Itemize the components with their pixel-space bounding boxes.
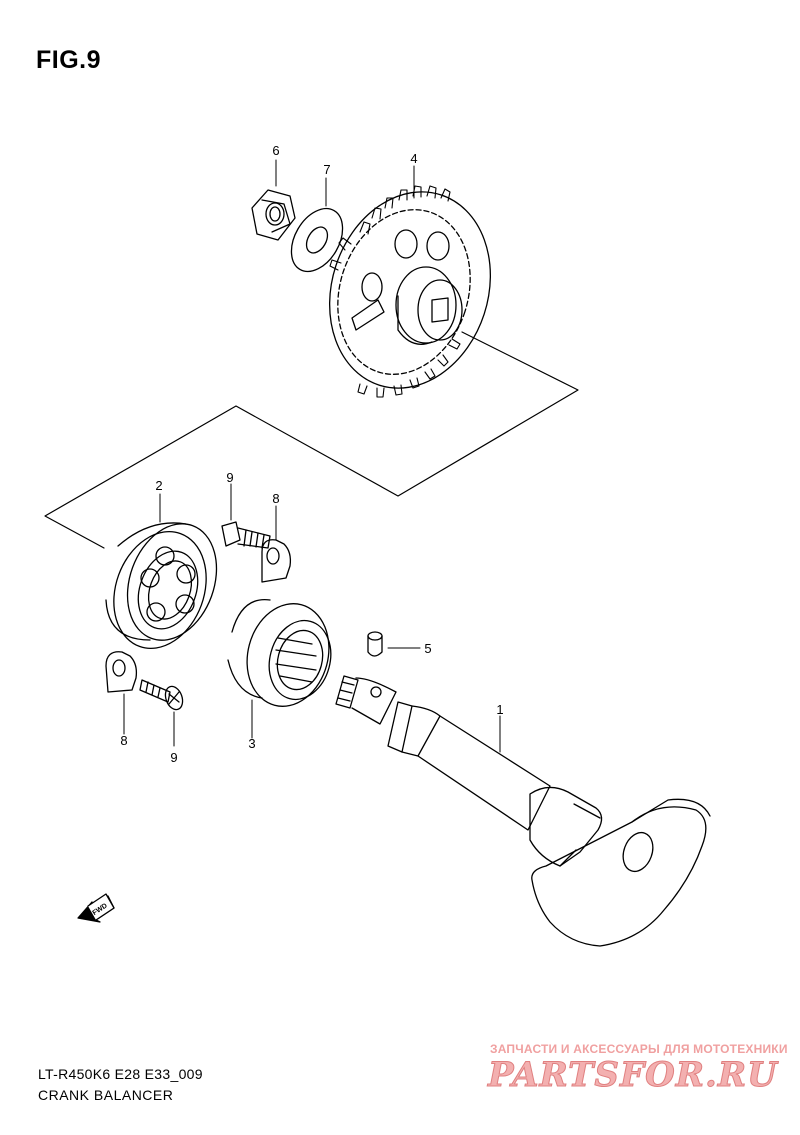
callout-8-upper: 8: [272, 491, 279, 506]
figure-name: CRANK BALANCER: [38, 1087, 174, 1103]
part-7-washer[interactable]: [281, 200, 353, 281]
part-6-nut[interactable]: [251, 189, 296, 241]
part-9-lower-bolt[interactable]: [139, 679, 186, 712]
part-5-pin[interactable]: [367, 631, 383, 657]
callout-2: 2: [155, 478, 162, 493]
part-4-balancer-gear[interactable]: [305, 171, 515, 409]
part-9-upper-bolt[interactable]: [221, 521, 271, 549]
part-3-needle-bearing[interactable]: [227, 594, 340, 715]
callout-7: 7: [323, 162, 330, 177]
fwd-arrow-icon: [77, 893, 115, 923]
part-8-upper-plate[interactable]: [261, 539, 292, 583]
callout-4: 4: [410, 151, 417, 166]
callout-3: 3: [248, 736, 255, 751]
part-1-balancer-shaft[interactable]: [335, 675, 711, 947]
callout-6: 6: [272, 143, 279, 158]
part-8-lower-plate[interactable]: [105, 651, 138, 693]
callout-1: 1: [496, 702, 503, 717]
callout-9-upper: 9: [226, 470, 233, 485]
watermark-logo: PARTSFOR.RU: [488, 1055, 778, 1096]
callout-9-lower: 9: [170, 750, 177, 765]
figure-code: LT-R450K6 E28 E33_009: [38, 1066, 203, 1082]
callout-5: 5: [424, 641, 431, 656]
part-2-ball-bearing[interactable]: [98, 511, 232, 661]
callout-8-lower: 8: [120, 733, 127, 748]
figure-title: FIG.9: [36, 46, 102, 74]
assembly-group-outline: [44, 331, 579, 549]
watermark-tagline: ЗАПЧАСТИ И АКСЕССУАРЫ ДЛЯ МОТОТЕХНИКИ: [490, 1042, 788, 1056]
